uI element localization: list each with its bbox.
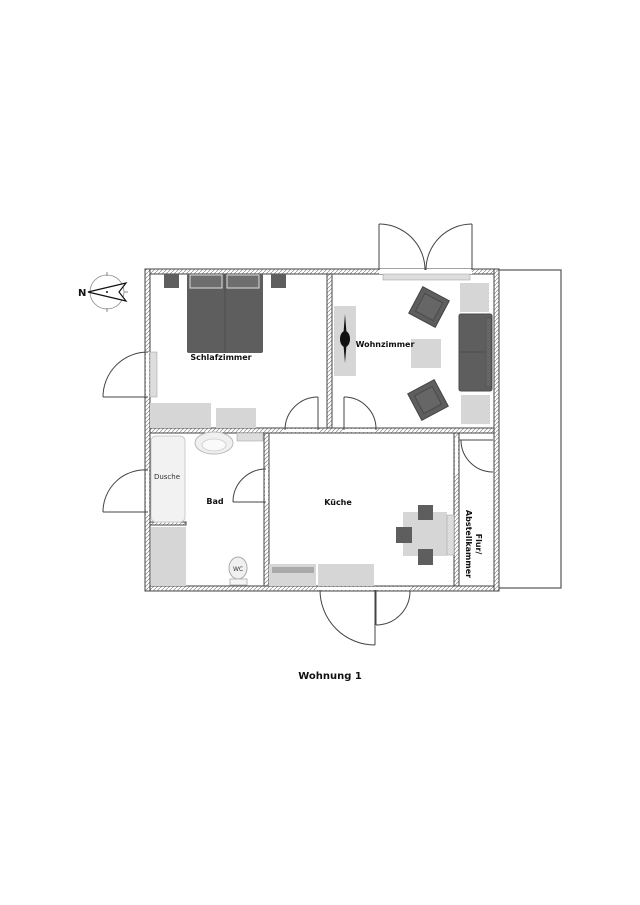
interior-walls [149, 273, 495, 587]
counter [318, 564, 374, 586]
side-table [460, 283, 489, 312]
bathroom-furniture [150, 431, 264, 586]
room-label-bad: Bad [206, 497, 223, 506]
room-label-kueche: Küche [324, 498, 352, 507]
side-table [461, 395, 490, 424]
room-label-wohnzimmer: Wohnzimmer [356, 340, 415, 349]
radiator [446, 514, 455, 556]
bedroom-furniture [149, 274, 286, 428]
living-room-furniture [334, 273, 493, 424]
doors [102, 223, 494, 646]
chair [418, 505, 433, 520]
chair [418, 549, 433, 565]
plan-title: Wohnung 1 [298, 671, 362, 682]
room-label-schlafzimmer: Schlafzimmer [190, 353, 251, 362]
room-label-abstellkammer: Abstellkammer [464, 510, 473, 578]
compass [87, 272, 128, 312]
coffee-table [411, 339, 441, 368]
compass-label: N [78, 288, 86, 299]
storage [151, 527, 186, 586]
shower-label: Dusche [154, 473, 180, 481]
chair [396, 527, 412, 543]
radiator [382, 273, 471, 281]
stove [272, 567, 314, 573]
wc-label: WC [233, 566, 243, 573]
radiator [149, 351, 158, 398]
shower [150, 435, 186, 523]
kitchen-furniture [269, 505, 455, 586]
terrace [497, 269, 562, 589]
room-label-flur: Flur/ [474, 534, 483, 555]
nightstand [271, 274, 286, 288]
dresser [216, 408, 256, 428]
wardrobe [150, 403, 211, 428]
radiator [236, 432, 264, 442]
nightstand [164, 274, 179, 288]
